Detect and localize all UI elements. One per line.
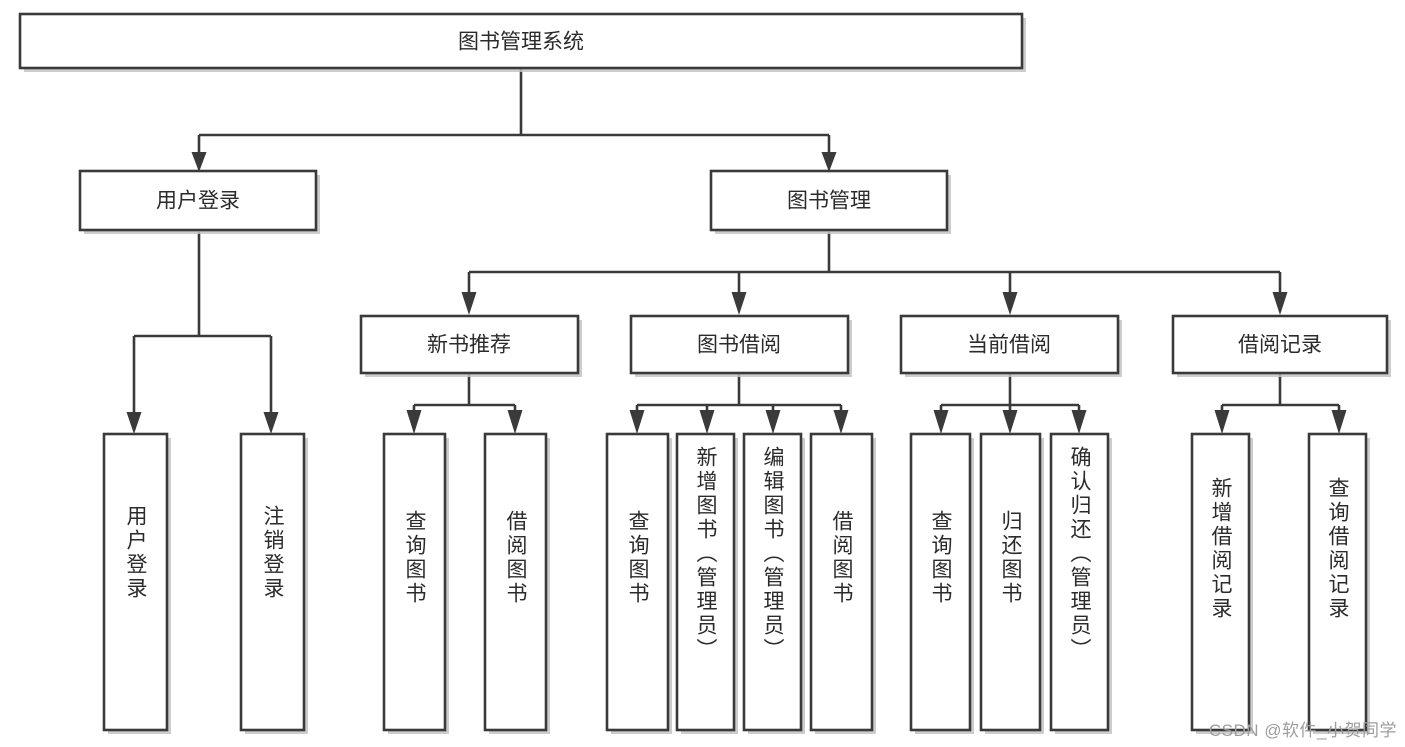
leaf-query-record-box	[1307, 432, 1368, 732]
node-leaf-return-book[interactable]: 归还图书	[979, 432, 1044, 734]
node-leaf-query-book-3[interactable]: 查询图书	[909, 432, 974, 734]
leaf-confirm-return-box	[1049, 432, 1110, 732]
leaf-add-record-box	[1190, 432, 1251, 732]
arrowhead-leaf-edit-book	[765, 410, 781, 434]
new-book-rec-label: 新书推荐	[427, 334, 511, 357]
arrowhead-user-login	[191, 152, 207, 172]
arrowhead-new-book-rec	[461, 292, 477, 315]
node-leaf-query-record[interactable]: 查询借阅记录	[1307, 432, 1370, 734]
connector-group	[126, 68, 1347, 434]
leaf-borrow-book-1-box	[483, 432, 548, 732]
leaf-user-login-label: 用户登录	[124, 505, 148, 601]
user-login-box	[78, 169, 318, 232]
leaf-query-book-1-label: 查询图书	[403, 510, 427, 606]
arrowhead-book-borrow	[731, 292, 747, 315]
leaf-add-book-box	[675, 432, 736, 732]
arrowhead-leaf-add-book	[699, 410, 715, 434]
borrow-record-box	[1171, 314, 1389, 375]
leaf-query-book-1-box	[382, 432, 447, 732]
user-login-label: 用户登录	[156, 190, 240, 213]
leaf-query-book-2-label: 查询图书	[626, 510, 650, 606]
arrowhead-current-borrow	[1002, 292, 1018, 315]
node-leaf-query-book-1[interactable]: 查询图书	[382, 432, 449, 734]
leaf-return-book-label: 归还图书	[999, 510, 1023, 606]
arrowhead-leaf-confirm-return	[1071, 410, 1087, 434]
leaf-return-book-box	[979, 432, 1042, 732]
leaf-borrow-book-2-label: 借阅图书	[830, 510, 854, 606]
book-borrow-label: 图书借阅	[697, 334, 781, 357]
node-leaf-user-logout[interactable]: 注销登录	[239, 432, 308, 734]
borrow-record-label: 借阅记录	[1238, 334, 1322, 357]
arrowhead-leaf-borrow-book-1	[507, 410, 523, 434]
book-manage-label: 图书管理	[787, 190, 871, 213]
leaf-user-logout-box	[239, 432, 306, 732]
node-book-borrow[interactable]: 图书借阅	[629, 314, 852, 377]
arrowhead-leaf-add-record	[1214, 410, 1230, 434]
node-leaf-borrow-book-1[interactable]: 借阅图书	[483, 432, 550, 734]
current-borrow-box	[899, 314, 1120, 375]
arrowhead-leaf-user-login	[126, 412, 142, 434]
leaf-query-book-3-label: 查询图书	[929, 510, 953, 606]
node-leaf-query-book-2[interactable]: 查询图书	[605, 432, 672, 734]
arrowhead-leaf-query-book-1	[406, 410, 422, 434]
leaf-query-record-label: 查询借阅记录	[1326, 477, 1350, 621]
node-root[interactable]: 图书管理系统	[18, 12, 1026, 72]
leaf-query-book-2-box	[605, 432, 670, 732]
node-leaf-edit-book[interactable]: 编辑图书（管理员）	[742, 432, 805, 734]
root-label: 图书管理系统	[458, 31, 584, 54]
leaf-user-logout-label: 注销登录	[261, 505, 285, 601]
current-borrow-label: 当前借阅	[967, 334, 1051, 357]
arrowhead-leaf-return-book	[1002, 410, 1018, 434]
book-borrow-box	[629, 314, 850, 375]
node-leaf-add-record[interactable]: 新增借阅记录	[1190, 432, 1253, 734]
leaf-add-book-label: 新增图书（管理员）	[694, 446, 718, 662]
node-current-borrow[interactable]: 当前借阅	[899, 314, 1122, 377]
arrowhead-book-manage	[821, 152, 837, 172]
arrowhead-leaf-query-book-2	[629, 410, 645, 434]
leaf-user-login-box	[102, 432, 169, 732]
arrowhead-leaf-borrow-book-2	[833, 410, 849, 434]
node-borrow-record[interactable]: 借阅记录	[1171, 314, 1391, 377]
new-book-rec-box	[359, 314, 580, 375]
leaf-confirm-return-label: 确认归还（管理员）	[1068, 446, 1092, 662]
leaf-query-book-3-box	[909, 432, 972, 732]
arrowhead-borrow-record	[1272, 292, 1288, 315]
root-box	[18, 12, 1024, 70]
node-leaf-borrow-book-2[interactable]: 借阅图书	[809, 432, 876, 734]
leaf-borrow-book-1-label: 借阅图书	[504, 510, 528, 606]
node-book-manage[interactable]: 图书管理	[709, 169, 951, 234]
node-leaf-confirm-return[interactable]: 确认归还（管理员）	[1049, 432, 1112, 734]
node-leaf-add-book[interactable]: 新增图书（管理员）	[675, 432, 738, 734]
leaf-edit-book-box	[742, 432, 803, 732]
arrowhead-leaf-user-logout	[263, 412, 279, 434]
leaf-borrow-book-2-box	[809, 432, 874, 732]
node-user-login[interactable]: 用户登录	[78, 169, 320, 234]
leaf-add-record-label: 新增借阅记录	[1209, 477, 1233, 621]
leaf-edit-book-label: 编辑图书（管理员）	[761, 446, 785, 662]
node-new-book-rec[interactable]: 新书推荐	[359, 314, 582, 377]
arrowhead-leaf-query-book-3	[933, 410, 949, 434]
arrowhead-leaf-query-record	[1331, 410, 1347, 434]
book-manage-box	[709, 169, 949, 232]
node-leaf-user-login[interactable]: 用户登录	[102, 432, 171, 734]
